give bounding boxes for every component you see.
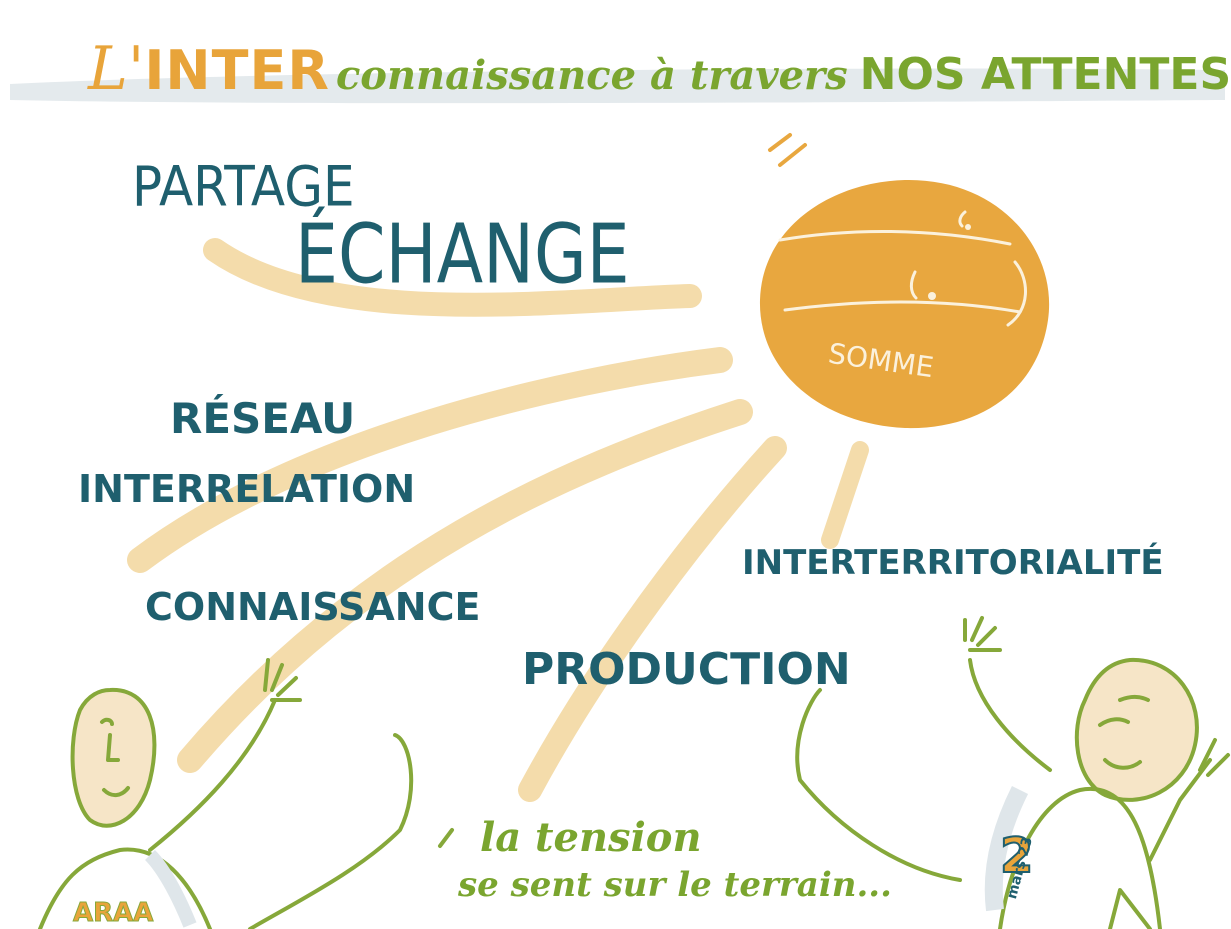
- right-torso: [998, 786, 1162, 929]
- ray-1: [203, 238, 702, 317]
- right-arm: [248, 733, 414, 929]
- ray-3: [177, 399, 753, 773]
- right-other-arm: [1148, 758, 1212, 862]
- caption-line-1: la tension: [480, 814, 702, 861]
- sun-body: [759, 179, 1050, 429]
- keyword-echange: ÉCHANGE: [295, 208, 630, 303]
- title-band: [10, 68, 1225, 104]
- left-torso: [38, 847, 212, 929]
- sun-face: [778, 210, 1027, 327]
- motion-lines: [768, 133, 807, 167]
- ray-5: [821, 441, 869, 549]
- keyword-interterritorialite: INTERTERRITORIALITÉ: [742, 543, 1164, 583]
- title-connaissance: connaissance à travers: [335, 52, 848, 99]
- right-badge-number: 2: [1000, 828, 1033, 884]
- sun: [759, 133, 1050, 429]
- left-arm: [148, 698, 277, 852]
- ray-2: [127, 347, 733, 573]
- right-hand-up: [963, 616, 1002, 652]
- right-arm-up: [968, 658, 1052, 772]
- left-character: [38, 658, 454, 929]
- left-head: [70, 687, 157, 828]
- sun-rays: [127, 238, 869, 802]
- keyword-connaissance: CONNAISSANCE: [145, 585, 481, 629]
- keyword-interrelation: INTERRELATION: [78, 467, 416, 511]
- right-character: [795, 616, 1230, 929]
- right-arm-down: [795, 688, 962, 882]
- title-inter: INTER: [144, 39, 330, 102]
- ray-4: [518, 436, 787, 802]
- right-head: [1074, 657, 1199, 802]
- title-apostrophe: L': [88, 34, 145, 104]
- left-hand: [263, 658, 302, 702]
- keyword-reseau: RÉSEAU: [170, 394, 356, 443]
- title-attentes: NOS ATTENTES: [859, 49, 1231, 100]
- keyword-partage: PARTAGE: [132, 155, 355, 219]
- left-shirt-text: ARAA: [73, 898, 153, 928]
- caption-line-2: se sent sur le terrain...: [458, 865, 892, 905]
- keyword-production: PRODUCTION: [522, 644, 851, 695]
